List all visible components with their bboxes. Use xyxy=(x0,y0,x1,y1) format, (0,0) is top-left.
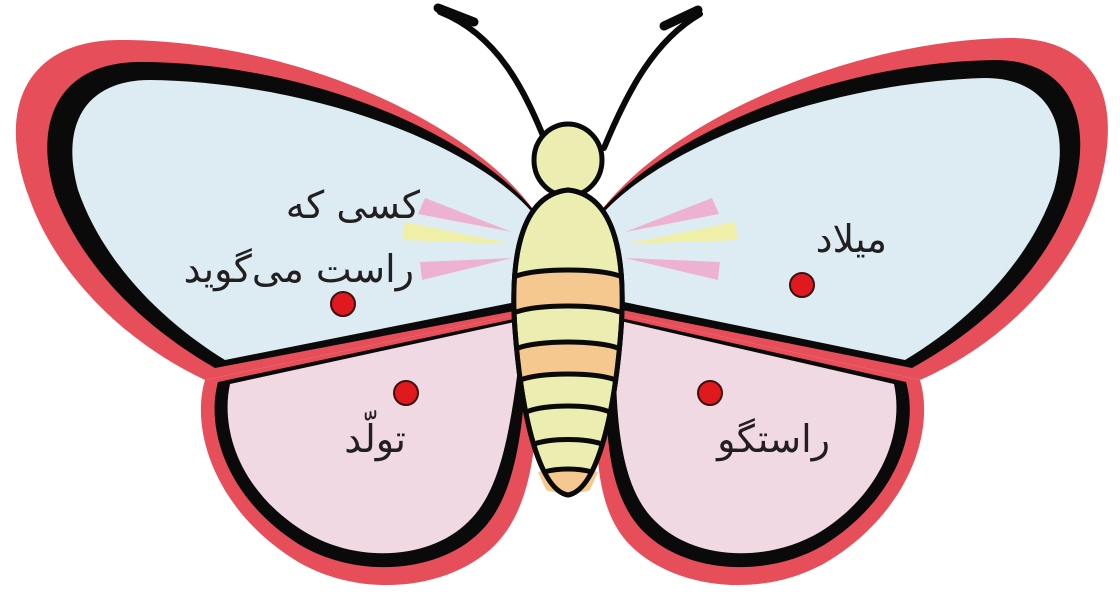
label-lower-left: تولّد xyxy=(344,420,406,458)
red-dot-lower-left xyxy=(393,380,419,406)
label-upper-left-line2: راست می‌گوید xyxy=(184,250,414,288)
label-lower-right: راستگو xyxy=(717,420,830,458)
red-dot-upper-right xyxy=(789,272,815,298)
butterfly-body xyxy=(514,124,622,495)
label-upper-left-line1: کسی که xyxy=(286,186,420,224)
label-upper-right: میلاد xyxy=(816,220,887,258)
red-dot-lower-right xyxy=(697,380,723,406)
red-dot-upper-left xyxy=(330,291,356,317)
